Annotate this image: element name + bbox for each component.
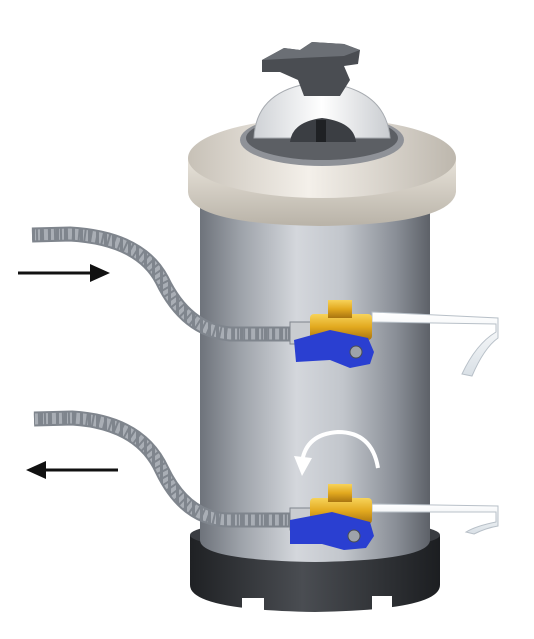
outflow-arrow-icon <box>26 461 118 479</box>
outlet-valve <box>289 484 374 550</box>
outlet-tube <box>371 503 499 535</box>
control-knob <box>253 42 391 142</box>
tank-body <box>200 205 430 562</box>
inflow-arrow-icon <box>18 264 110 282</box>
inlet-hose <box>31 226 292 342</box>
outlet-hose <box>33 410 292 528</box>
inlet-valve <box>289 300 374 368</box>
inlet-tube <box>371 311 499 377</box>
rotate-arrow-icon <box>294 429 380 476</box>
